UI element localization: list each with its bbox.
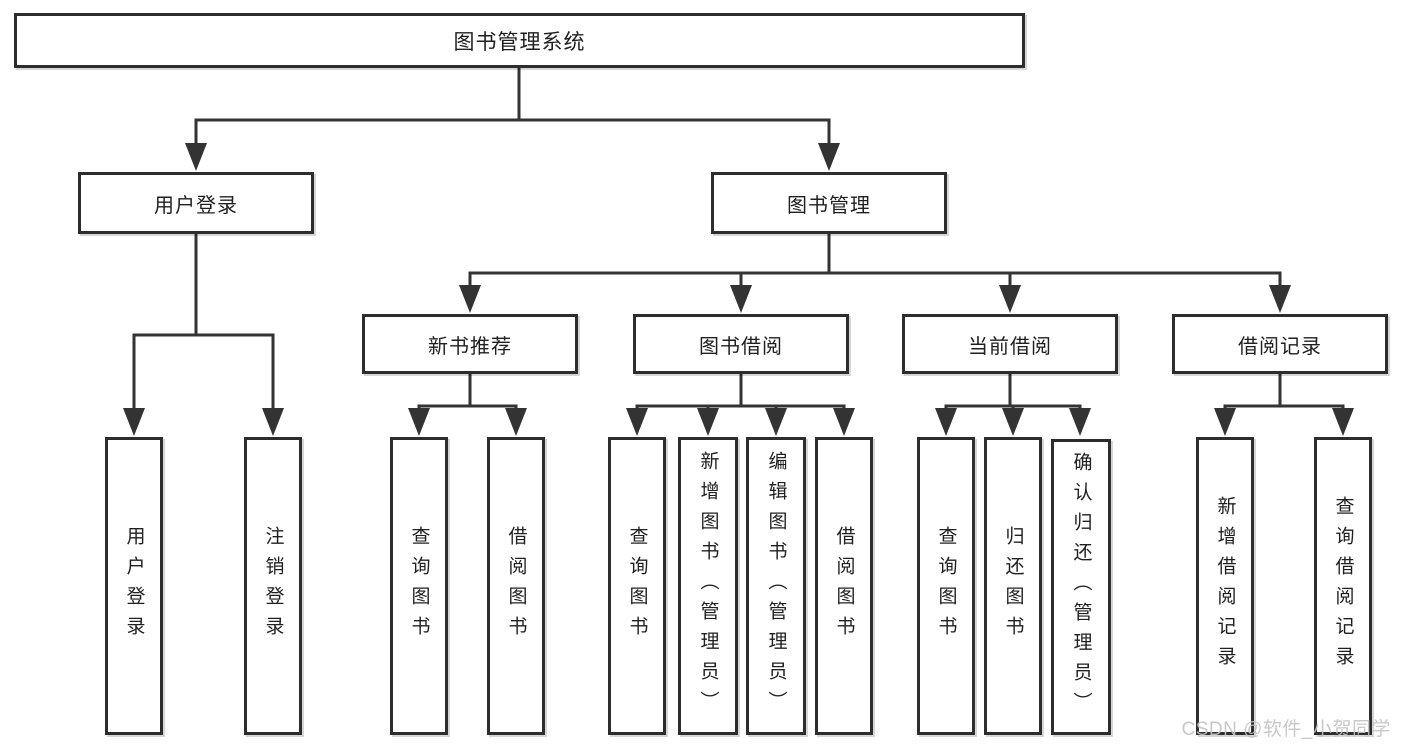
arrowhead-down <box>833 408 855 436</box>
csdn-watermark: CSDN @软件_小贺同学 <box>1181 719 1391 740</box>
node-label: 注销登录 <box>262 526 284 646</box>
node-label: 用户登录 <box>123 526 145 646</box>
arrowhead-down <box>818 143 840 171</box>
leaf-borrow-books-recommend: 借阅图书 <box>487 437 545 735</box>
leaf-query-borrow-record: 查询借阅记录 <box>1314 437 1372 735</box>
arrowhead-down <box>459 285 481 313</box>
arrowhead-down <box>1269 285 1291 313</box>
connector-book-management-split <box>459 234 1291 313</box>
node-label: 用户登录 <box>154 194 238 217</box>
arrowhead-down <box>1069 408 1091 436</box>
connector-new-book-recommend-split <box>408 374 527 436</box>
node-label: 编辑图书（管理员） <box>765 451 787 721</box>
arrowhead-down <box>1214 408 1236 436</box>
node-label: 归还图书 <box>1002 526 1024 646</box>
arrowhead-down <box>505 408 527 436</box>
leaf-return-books: 归还图书 <box>984 437 1042 735</box>
leaf-query-books-borrow: 查询图书 <box>608 437 666 735</box>
leaf-add-book-admin: 新增图书（管理员） <box>678 437 738 735</box>
leaf-edit-book-admin: 编辑图书（管理员） <box>746 437 806 735</box>
node-label: 查询图书 <box>935 526 957 646</box>
leaf-user-login: 用户登录 <box>105 437 163 735</box>
arrowhead-down <box>999 285 1021 313</box>
arrowhead-down <box>697 408 719 436</box>
node-new-book-recommend: 新书推荐 <box>362 314 578 374</box>
node-label: 图书管理系统 <box>453 30 586 54</box>
connector-user-login-split <box>123 234 284 436</box>
node-label: 当前借阅 <box>968 335 1052 358</box>
connector-book-borrow-split <box>626 374 855 436</box>
arrowhead-down <box>1332 408 1354 436</box>
node-borrow-records: 借阅记录 <box>1172 314 1388 374</box>
arrowhead-down <box>123 408 145 436</box>
arrowhead-down <box>935 408 957 436</box>
arrowhead-down <box>626 408 648 436</box>
node-label: 图书管理 <box>787 194 871 217</box>
leaf-logout: 注销登录 <box>244 437 302 735</box>
arrowhead-down <box>1002 408 1024 436</box>
node-label: 新增图书（管理员） <box>697 451 719 721</box>
connector-current-borrow-split <box>935 374 1091 436</box>
connector-root-split <box>185 68 840 171</box>
leaf-query-books-current: 查询图书 <box>917 437 975 735</box>
node-label: 确认归还（管理员） <box>1070 452 1092 722</box>
node-user-login: 用户登录 <box>78 172 314 234</box>
leaf-confirm-return-admin: 确认归还（管理员） <box>1051 439 1111 735</box>
leaf-borrow-books: 借阅图书 <box>815 437 873 735</box>
node-label: 新增借阅记录 <box>1214 496 1236 676</box>
node-label: 查询图书 <box>408 526 430 646</box>
node-book-borrow: 图书借阅 <box>633 314 849 374</box>
arrowhead-down <box>185 143 207 171</box>
arrowhead-down <box>765 408 787 436</box>
arrowhead-down <box>408 408 430 436</box>
node-label: 查询图书 <box>626 526 648 646</box>
arrowhead-down <box>262 408 284 436</box>
node-label: 借阅记录 <box>1238 335 1322 358</box>
node-library-management-system: 图书管理系统 <box>14 13 1025 68</box>
node-label: 图书借阅 <box>699 335 783 358</box>
arrowhead-down <box>730 285 752 313</box>
node-book-management: 图书管理 <box>711 172 947 234</box>
node-label: 新书推荐 <box>428 335 512 358</box>
leaf-query-books-recommend: 查询图书 <box>390 437 448 735</box>
node-label: 查询借阅记录 <box>1332 496 1354 676</box>
connector-borrow-records-split <box>1214 374 1354 436</box>
node-label: 借阅图书 <box>505 526 527 646</box>
node-current-borrow: 当前借阅 <box>902 314 1118 374</box>
leaf-add-borrow-record: 新增借阅记录 <box>1196 437 1254 735</box>
node-label: 借阅图书 <box>833 526 855 646</box>
